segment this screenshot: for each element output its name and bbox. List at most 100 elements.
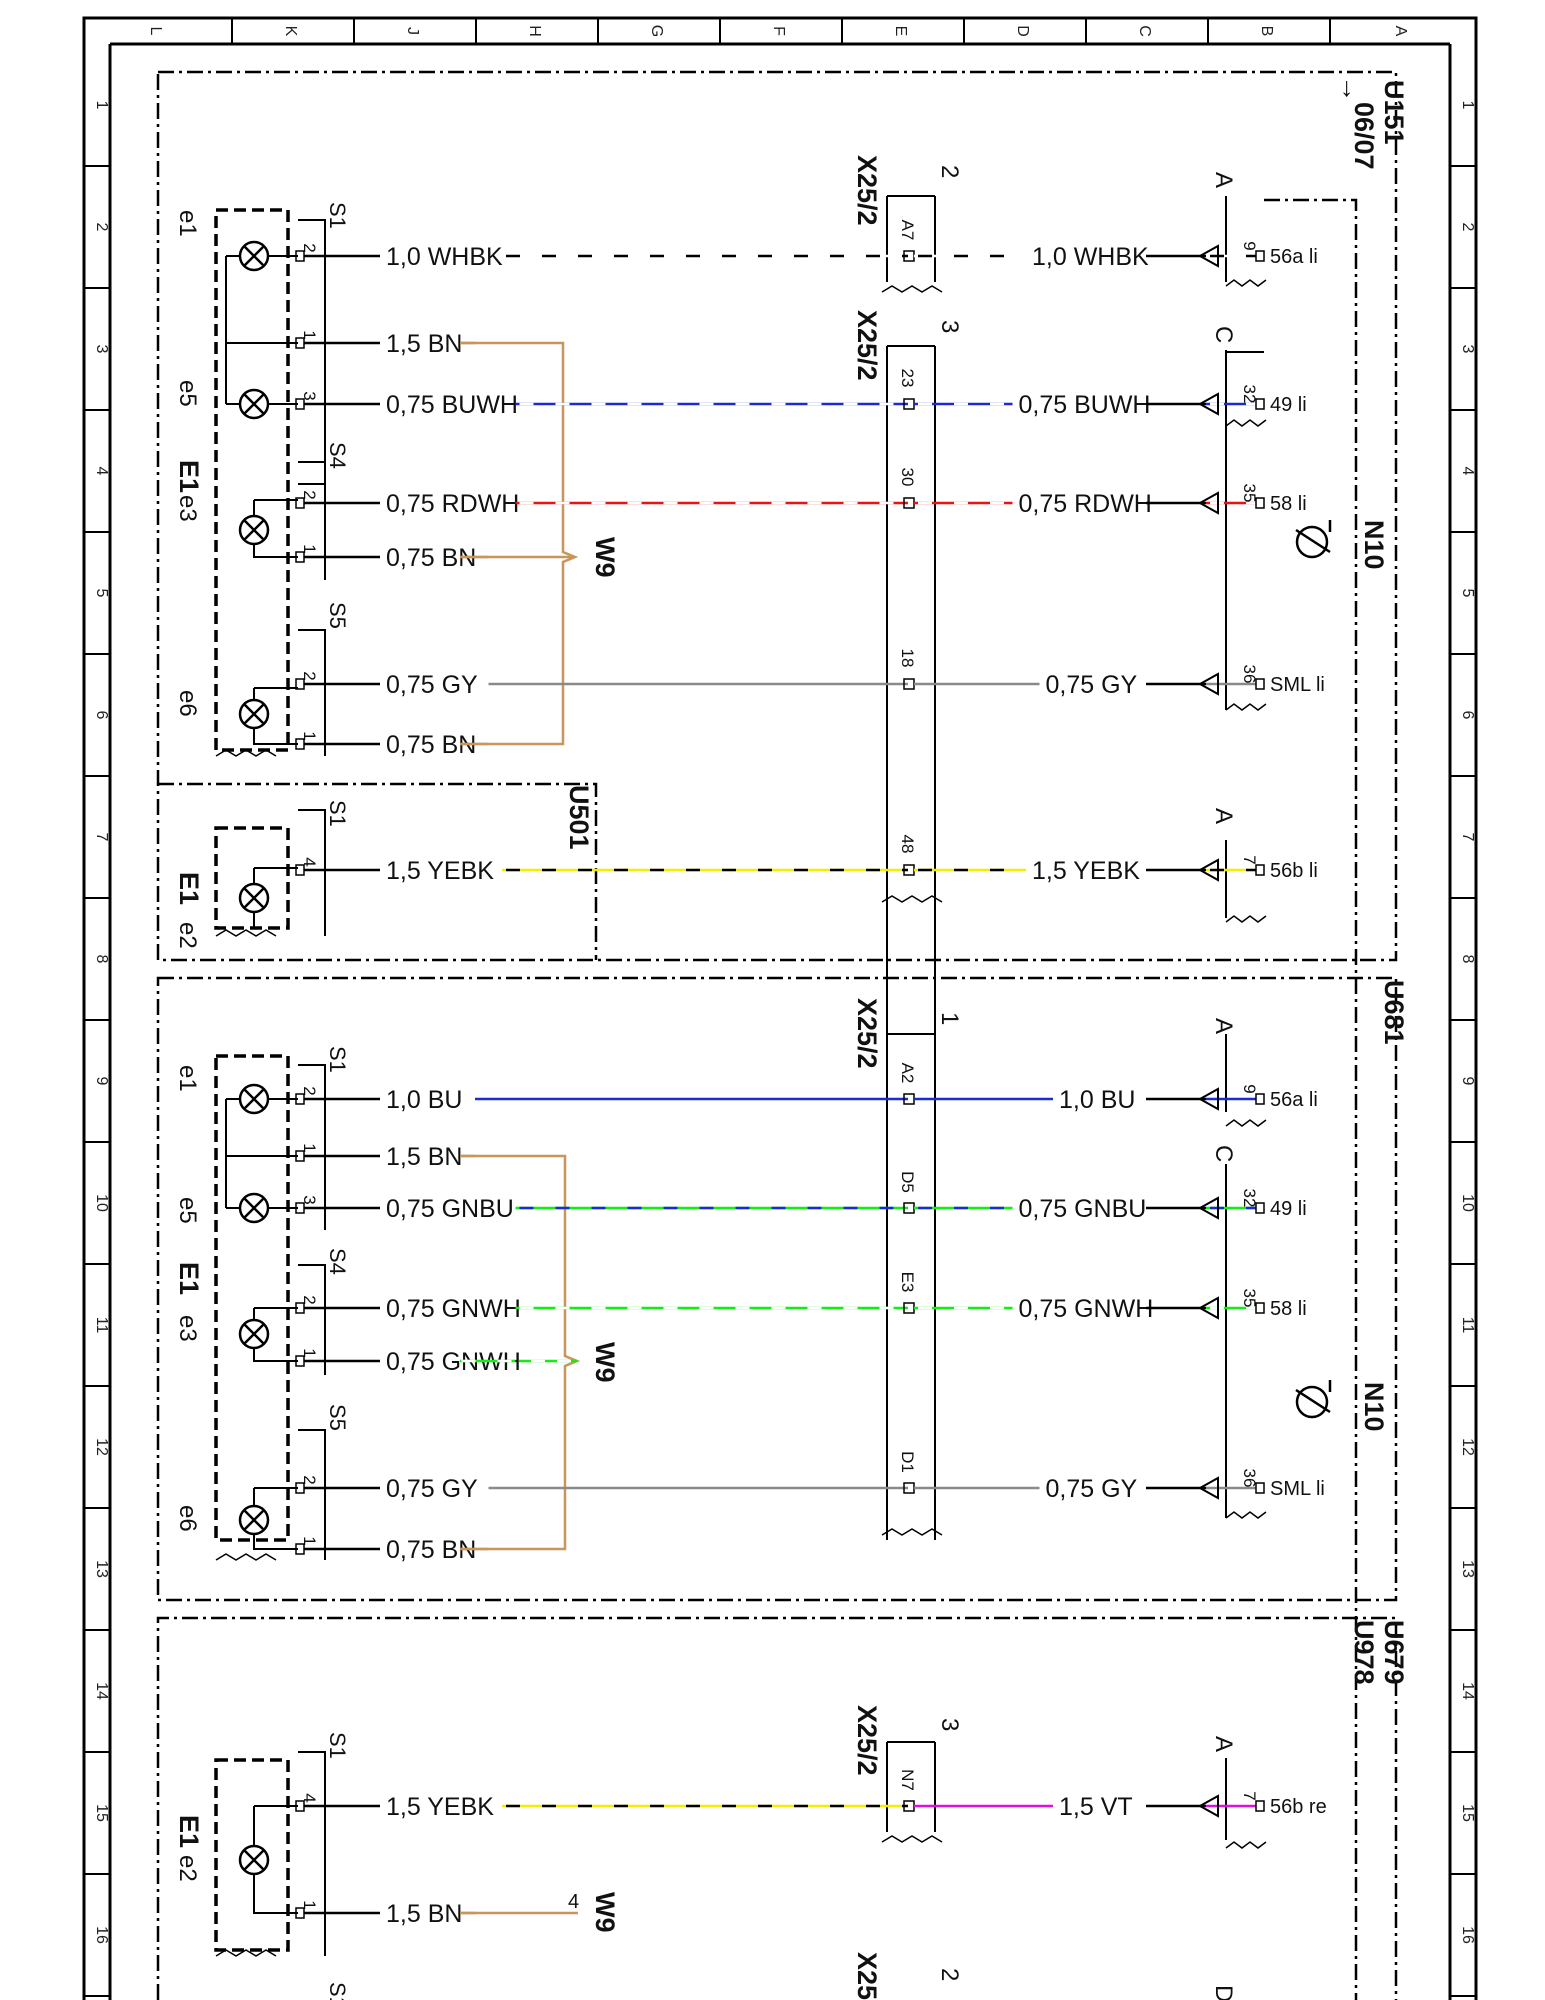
lamp-icon xyxy=(238,1504,270,1536)
outer-frame xyxy=(82,16,1478,2000)
n10-terminal-2: 49 li xyxy=(1270,394,1307,416)
wire-label-left-11: 0,75 GNWH xyxy=(386,1295,521,1323)
lamp-e2-label-2: e2 xyxy=(174,1855,201,1882)
n10-terminal-15: 56b re xyxy=(1270,1796,1327,1818)
connector-pin-10: D5 xyxy=(898,1171,917,1193)
wire-label-left-10: 0,75 GNBU xyxy=(386,1195,514,1223)
wire-label-right-15: 1,5 VT xyxy=(1059,1793,1133,1821)
module-u501-box xyxy=(158,782,598,960)
module-u679-box xyxy=(156,1616,1398,2000)
column-label-B: B xyxy=(1258,26,1275,37)
component-e1-label-2: E1 xyxy=(174,872,204,905)
switch-s1-label-2: S1 xyxy=(325,800,350,827)
row-label-10: 10 xyxy=(1459,1194,1476,1212)
lamp-e3-label-2: e3 xyxy=(174,1315,201,1342)
lamp-icon xyxy=(238,1192,270,1224)
n10-plug-a: A xyxy=(1210,172,1237,188)
column-label-D: D xyxy=(1014,25,1031,37)
switch-pin-1: 1 xyxy=(300,330,319,339)
row-label-12: 12 xyxy=(93,1438,110,1456)
wire-label-left-1: 1,5 BN xyxy=(386,330,462,358)
module-label-u679: U679 xyxy=(1379,1620,1409,1685)
connector-pin-0: A7 xyxy=(898,220,917,241)
row-label-14: 14 xyxy=(1459,1682,1476,1700)
ground-w9-label: W9 xyxy=(590,537,620,578)
wire-label-right-3: 0,75 RDWH xyxy=(1019,490,1152,518)
row-label-7: 7 xyxy=(1459,833,1476,842)
row-label-8: 8 xyxy=(1459,955,1476,964)
n10-plug-d: D xyxy=(1210,1985,1237,2000)
n10-terminal-10: 49 li xyxy=(1270,1198,1307,1220)
lamp-icon xyxy=(238,1083,270,1115)
column-label-K: K xyxy=(282,26,299,37)
switch-pin-7: 4 xyxy=(300,857,319,866)
row-label-10: 10 xyxy=(93,1194,110,1212)
n10-plug-c: C xyxy=(1210,326,1237,343)
n10-label-1: N10 xyxy=(1359,520,1389,570)
row-label-11: 11 xyxy=(93,1317,110,1334)
switch-s5-label-3: S5 xyxy=(325,1404,350,1431)
switch-pin-16: 1 xyxy=(300,1900,319,1909)
lamp-e1-label: e1 xyxy=(174,210,201,237)
wire-label-right-0: 1,0 WHBK xyxy=(1032,243,1149,271)
wire-label-left-16: 1,5 BN xyxy=(386,1900,462,1928)
switch-pin-15: 4 xyxy=(300,1793,319,1802)
n10-terminal-7: 56b li xyxy=(1270,860,1318,882)
column-label-L: L xyxy=(147,27,164,36)
module-label-u978: U978 xyxy=(1349,1620,1379,1685)
n10-pin-7: 7 xyxy=(1240,855,1259,864)
connector-housing xyxy=(886,195,936,282)
lamp-e5-label-2: e5 xyxy=(174,1197,201,1224)
n10-box xyxy=(1264,198,1358,2000)
module-label-u151: U151 xyxy=(1379,80,1409,145)
lamp-icon xyxy=(238,1318,270,1350)
n10-label-2: N10 xyxy=(1359,1382,1389,1432)
switch-pin-10: 3 xyxy=(300,1195,319,1204)
switch-s1-label: S1 xyxy=(325,202,350,229)
connector-pin-7: 48 xyxy=(898,835,917,854)
switch-pin-3: 2 xyxy=(300,490,319,499)
wire-label-right-11: 0,75 GNWH xyxy=(1019,1295,1154,1323)
column-label-A: A xyxy=(1392,26,1409,37)
connector-x25-2-label-3: X25/2 xyxy=(852,998,882,1069)
switch-pin-4: 1 xyxy=(300,544,319,553)
column-label-J: J xyxy=(404,27,421,35)
lamp-icon xyxy=(238,698,270,730)
n10-pin-10: 32 xyxy=(1240,1189,1259,1208)
n10-pin-15: 7 xyxy=(1240,1791,1259,1800)
switch-s4-label-3: S4 xyxy=(325,1248,350,1275)
n10-terminal-8: 56a li xyxy=(1270,1089,1318,1111)
plug-arrow-icon xyxy=(1197,392,1219,416)
row-label-13: 13 xyxy=(1459,1560,1476,1578)
wire-label-right-5: 0,75 GY xyxy=(1046,671,1138,699)
ground-w9-label-2: W9 xyxy=(590,1342,620,1383)
ground-w9-label-3: W9 xyxy=(590,1892,620,1933)
lamp-icon xyxy=(238,1844,270,1876)
column-label-E: E xyxy=(892,26,909,37)
wire-label-left-7: 1,5 YEBK xyxy=(386,857,494,885)
ground-w9-pin: 4 xyxy=(568,1891,579,1913)
wire-label-right-7: 1,5 YEBK xyxy=(1032,857,1140,885)
switch-pin-14: 1 xyxy=(300,1536,319,1545)
connector-pin-11: E3 xyxy=(898,1272,917,1293)
lamp-icon xyxy=(238,240,270,272)
n10-pin-2: 32 xyxy=(1240,385,1259,404)
wire-label-right-8: 1,0 BU xyxy=(1059,1086,1135,1114)
lamp-e6-label: e6 xyxy=(174,690,201,717)
row-label-12: 12 xyxy=(1459,1438,1476,1456)
sensor-icon xyxy=(1295,525,1329,559)
plug-arrow-icon xyxy=(1197,244,1219,268)
plug-arrow-icon xyxy=(1197,491,1219,515)
lamp-e2-label: e2 xyxy=(174,922,201,949)
wire-label-left-8: 1,0 BU xyxy=(386,1086,462,1114)
connector-pin-3: 30 xyxy=(898,468,917,487)
column-label-C: C xyxy=(1136,25,1153,37)
plug-arrow-icon xyxy=(1197,1296,1219,1320)
row-label-3: 3 xyxy=(93,345,110,354)
switch-s4-label: S4 xyxy=(325,442,350,469)
n10-terminal-13: SML li xyxy=(1270,1478,1325,1500)
